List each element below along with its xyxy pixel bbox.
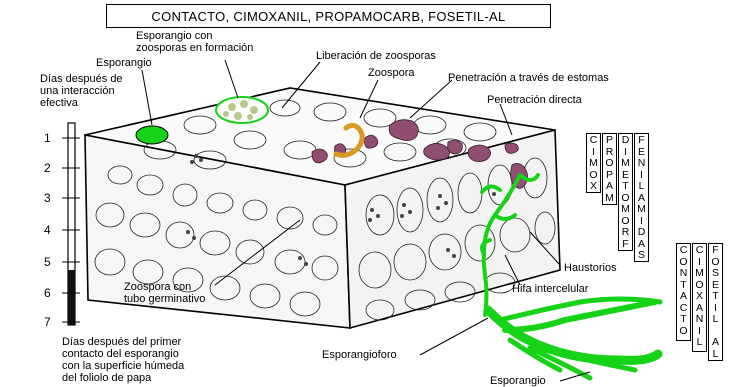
day-number: 5 — [44, 255, 51, 269]
label-zoospore-germ-tube-line: Zoospora con — [124, 281, 205, 293]
day-number: 1 — [44, 131, 51, 145]
label-days-first-contact-line: del foliolo de papa — [62, 372, 184, 384]
day-number: 3 — [44, 191, 51, 205]
column-letter: C — [590, 135, 598, 147]
column-letter: M — [637, 204, 646, 216]
label-sporangium-top: Esporangio — [96, 57, 152, 69]
column-letter: A — [606, 181, 613, 193]
fungicide-column-cimox: CIMOX — [586, 133, 601, 193]
column-letter: X — [696, 291, 703, 303]
column-letter: D — [622, 135, 630, 147]
fungicide-column-contacto: CONTACTO — [676, 243, 691, 341]
label-intercellular-hypha: Hifa intercelular — [512, 283, 588, 295]
fungicide-column-dimetomorf: DIMETOMORF — [618, 133, 633, 251]
label-zoospore-release: Liberación de zoosporas — [316, 50, 436, 62]
column-letter: X — [590, 181, 597, 193]
column-letter: M — [621, 204, 630, 216]
label-sporangiophore: Esporangioforo — [322, 349, 397, 361]
column-letter: P — [606, 135, 613, 147]
label-days-interaction-line: Días después de — [40, 73, 123, 85]
column-letter: L — [697, 337, 703, 349]
column-letter: M — [605, 193, 614, 205]
label-days-interaction: Días después de una interacción efectiva — [40, 73, 123, 109]
fungicide-column-fenilamidas: FENILAMIDAS — [634, 133, 649, 262]
column-letter: C — [680, 245, 688, 257]
label-zoospore-germ-tube-line: tubo germinativo — [124, 293, 205, 305]
column-letter: F — [622, 239, 628, 251]
label-zoospore: Zoospora — [368, 67, 414, 79]
forming-sporangium — [216, 97, 268, 123]
column-letter: N — [680, 268, 688, 280]
label-days-interaction-line: una interacción — [40, 85, 123, 97]
sporangiophore-green — [488, 299, 660, 378]
column-letter: S — [638, 250, 645, 262]
fungicide-column-propam: PROPAM — [602, 133, 617, 205]
fungicide-column-cimoxanil: CIMOXANIL — [692, 243, 707, 352]
column-letter: T — [680, 314, 686, 326]
column-letter: C — [696, 245, 704, 257]
label-sporangium-forming-line: Esporangio con — [136, 30, 253, 42]
day-number: 4 — [44, 223, 51, 237]
label-days-interaction-line: efectiva — [40, 97, 123, 109]
column-letter: T — [712, 291, 718, 303]
label-sporangium-forming: Esporangio con zoosporas en formación — [136, 30, 253, 54]
label-sporangium-bottom: Esporangio — [490, 375, 546, 387]
column-letter: S — [712, 268, 719, 280]
label-days-first-contact-line: contacto del esporangio — [62, 348, 184, 360]
column-letter: A — [680, 291, 687, 303]
label-haustoria: Haustorios — [564, 262, 617, 274]
column-letter: F — [638, 135, 644, 147]
column-letter: M — [621, 158, 630, 170]
label-sporangium-forming-line: zoosporas en formación — [136, 42, 253, 54]
label-stomata-penetration: Penetración a través de estomas — [448, 72, 609, 84]
day-ruler — [62, 123, 80, 325]
column-letter: L — [713, 314, 719, 326]
sporangium-green — [136, 126, 168, 144]
column-letter: L — [713, 349, 719, 361]
day-number: 7 — [44, 315, 51, 329]
column-letter: T — [622, 181, 628, 193]
label-zoospore-germ-tube: Zoospora con tubo germinativo — [124, 281, 205, 305]
label-days-first-contact-line: con la superficie húmeda — [62, 360, 184, 372]
column-letter: N — [638, 158, 646, 170]
column-letter: A — [712, 337, 719, 349]
label-direct-penetration: Penetración directa — [487, 94, 582, 106]
label-days-first-contact-line: Días después del primer — [62, 336, 184, 348]
column-letter: O — [605, 158, 613, 170]
fungicide-column-fosetil-al: FOSETIL AL — [708, 243, 723, 361]
day-number: 2 — [44, 161, 51, 175]
column-letter: L — [639, 181, 645, 193]
column-letter: O — [679, 326, 687, 338]
column-letter: M — [589, 158, 598, 170]
column-letter: R — [622, 227, 630, 239]
column-letter: F — [712, 245, 718, 257]
label-days-first-contact: Días después del primer contacto del esp… — [62, 336, 184, 384]
column-letter: M — [695, 268, 704, 280]
column-letter: N — [696, 314, 704, 326]
column-letter: D — [638, 227, 646, 239]
day-number: 6 — [44, 286, 51, 300]
